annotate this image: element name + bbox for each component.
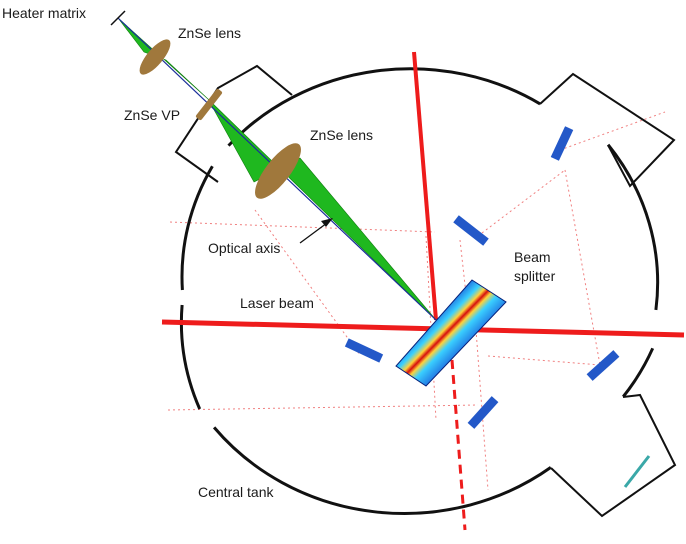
dotted-ray [254,209,361,356]
tank-arc-right-lower [622,347,655,398]
port-window [623,455,651,488]
znse-viewport [195,88,223,121]
tank-arc-left-lower [179,304,202,410]
port-upper-right [539,72,676,188]
dotted-ray [477,169,566,237]
znse-lens-mid [255,143,301,199]
dotted-ray [425,235,437,421]
dotted-ray [169,221,436,233]
mirror [550,126,574,161]
optical-axis-pointer [299,222,328,244]
port-lower-right [550,393,677,518]
heater-matrix-marker [110,10,126,26]
tank-arc-left-upper [180,165,214,291]
label-heater-matrix: Heater matrix [2,5,86,21]
dashed-laser-line [450,359,467,531]
vertical-laser-line [412,51,438,321]
mirror [467,396,499,429]
laser-beam-line [161,319,685,338]
central-tank [179,67,660,515]
ports [174,64,677,518]
dotted-ray [167,404,479,411]
port-upper-left [174,64,293,183]
label-laser-beam: Laser beam [240,295,314,311]
label-optical-axis: Optical axis [208,240,280,256]
mirror [453,215,489,246]
dotted-ray [564,169,601,366]
mirrors [344,126,620,429]
tank-arc-top [227,67,541,147]
beam-splitter [395,279,507,387]
tank-arc-right [606,143,660,311]
label-beam: Beam [514,249,551,265]
label-znse-vp: ZnSe VP [124,107,180,123]
label-splitter: splitter [514,268,556,284]
znse-lens-top [139,39,171,75]
dotted-ray [487,355,601,366]
label-central-tank: Central tank [198,484,274,500]
tank-arc-bottom [212,426,552,515]
arrow-head-icon [321,218,333,227]
mirror [586,350,620,381]
beam-cone-2 [207,98,437,321]
dotted-ray [559,111,666,151]
label-znse-lens-mid: ZnSe lens [310,127,373,143]
mirror [344,338,384,363]
label-znse-lens-top: ZnSe lens [178,25,241,41]
